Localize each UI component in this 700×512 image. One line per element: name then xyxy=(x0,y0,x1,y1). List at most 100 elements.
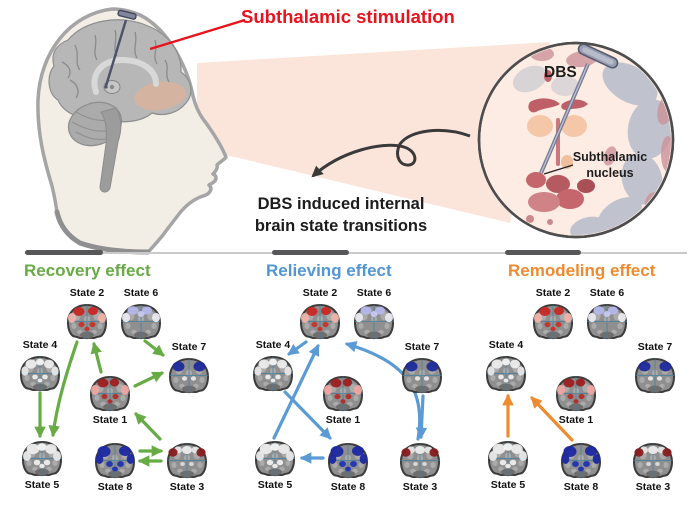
brain-thumbnail-state-8 xyxy=(558,442,604,479)
brain-thumbnail-state-2 xyxy=(530,303,576,340)
neck-shadow xyxy=(54,209,151,255)
state-label: State 6 xyxy=(589,287,625,299)
state-label: State 5 xyxy=(257,479,293,491)
brain-scan-icon xyxy=(67,304,107,340)
brainstem xyxy=(99,107,122,193)
state-label: State 8 xyxy=(97,481,133,493)
panel-title-remodeling: Remodeling effect xyxy=(508,261,656,280)
brain-scan-icon xyxy=(354,304,394,340)
brain-scan-icon xyxy=(167,443,207,479)
brain-thumbnail-state-3 xyxy=(397,442,443,479)
brain-thumbnail-state-7 xyxy=(166,357,212,394)
brain-scan-icon xyxy=(400,443,440,479)
state-label: State 2 xyxy=(69,287,105,299)
state-label: State 4 xyxy=(22,339,58,351)
brain-thumbnail-state-4 xyxy=(250,355,296,392)
brain-thumbnail-state-4 xyxy=(483,355,529,392)
brain-scan-icon xyxy=(121,304,161,340)
transition-arrow-state-2-to-state-4 xyxy=(287,340,308,356)
brain-scan-icon xyxy=(255,441,295,477)
state-label: State 3 xyxy=(635,481,671,493)
brain-scan-icon xyxy=(587,304,627,340)
brain-thumbnail-state-1 xyxy=(553,375,599,412)
transition-arrows-remodeling xyxy=(502,393,574,442)
brain-scan-icon xyxy=(323,376,363,412)
stimulation-title: Subthalamic stimulation xyxy=(241,6,455,27)
brain-thumbnail-state-6 xyxy=(351,303,397,340)
brain-thumbnail-state-6 xyxy=(118,303,164,340)
transition-arrow-state-2-to-state-5 xyxy=(48,340,79,438)
brain-thumbnail-state-3 xyxy=(164,442,210,479)
subthalamic-nucleus-label: Subthalamic nucleus xyxy=(572,150,648,180)
brain-thumbnail-state-4 xyxy=(17,355,63,392)
transition-arrow-state-3-to-state-1 xyxy=(134,412,162,441)
brain-thumbnail-state-3 xyxy=(630,442,676,479)
brain-scan-icon xyxy=(635,358,675,394)
state-label: State 6 xyxy=(123,287,159,299)
state-label: State 1 xyxy=(558,414,594,426)
states-container-recovery: State 2 State 6 State 4 State 7 State 1 State… xyxy=(0,256,233,512)
state-label: State 3 xyxy=(169,481,205,493)
transition-arrows-recovery xyxy=(34,339,165,467)
transition-arrow-state-1-to-state-7 xyxy=(133,371,164,388)
brain-scan-icon xyxy=(253,356,293,392)
state-label: State 7 xyxy=(404,341,440,353)
panel-title-recovery: Recovery effect xyxy=(24,261,151,280)
brain-scan-icon xyxy=(90,376,130,412)
section-divider xyxy=(25,252,687,254)
brain-thumbnail-state-8 xyxy=(92,442,138,479)
brain-scan-icon xyxy=(561,443,601,479)
brain-thumbnail-state-5 xyxy=(252,440,298,477)
brain-scan-icon xyxy=(95,443,135,479)
brain-scan-icon xyxy=(169,358,209,394)
panel-title-relieving: Relieving effect xyxy=(266,261,392,280)
brain-scan-icon xyxy=(488,441,528,477)
curved-arrow-icon xyxy=(311,129,471,178)
transition-arrow-state-5-to-state-2 xyxy=(272,344,320,440)
brain-thumbnail-state-8 xyxy=(325,442,371,479)
state-label: State 8 xyxy=(330,481,366,493)
sulci-lines xyxy=(61,29,170,99)
nucleus-pointer-line xyxy=(543,164,574,175)
zoom-beam xyxy=(197,42,550,223)
brain-thumbnail-state-1 xyxy=(87,375,133,412)
state-label: State 7 xyxy=(637,341,673,353)
callout-line xyxy=(149,18,246,51)
thalamus-dot xyxy=(109,84,115,90)
state-label: State 3 xyxy=(402,481,438,493)
caption-text: DBS induced internal brain state transit… xyxy=(254,195,428,235)
divider-segment-relieving xyxy=(272,250,349,255)
transition-arrow-state-6-to-state-7 xyxy=(143,339,165,357)
state-label: State 7 xyxy=(171,341,207,353)
brain-scan-icon xyxy=(328,443,368,479)
brain-thumbnail-state-7 xyxy=(399,357,445,394)
corpus-callosum xyxy=(91,56,159,95)
brain-scan-icon xyxy=(300,304,340,340)
inset-electrode-icon xyxy=(539,43,619,174)
state-label: State 1 xyxy=(325,414,361,426)
transition-arrow-state-4-to-state-8 xyxy=(283,390,332,440)
brain-inset-circle xyxy=(477,41,675,239)
brain-scan-icon xyxy=(22,441,62,477)
state-label: State 1 xyxy=(92,414,128,426)
brain-scan-icon xyxy=(633,443,673,479)
dbs-label: DBS xyxy=(544,64,577,81)
state-label: State 2 xyxy=(302,287,338,299)
brain-scan-icon xyxy=(20,356,60,392)
brain-thumbnail-state-6 xyxy=(584,303,630,340)
brain-thumbnail-state-1 xyxy=(320,375,366,412)
transition-arrow-state-7-to-state-3 xyxy=(415,394,428,440)
brain-scan-icon xyxy=(402,358,442,394)
transition-arrow-state-1-to-state-2 xyxy=(90,341,103,374)
state-label: State 5 xyxy=(24,479,60,491)
divider-segment-recovery xyxy=(25,250,103,255)
brain-thumbnail-state-5 xyxy=(485,440,531,477)
state-label: State 6 xyxy=(356,287,392,299)
brain-thumbnail-state-5 xyxy=(19,440,65,477)
